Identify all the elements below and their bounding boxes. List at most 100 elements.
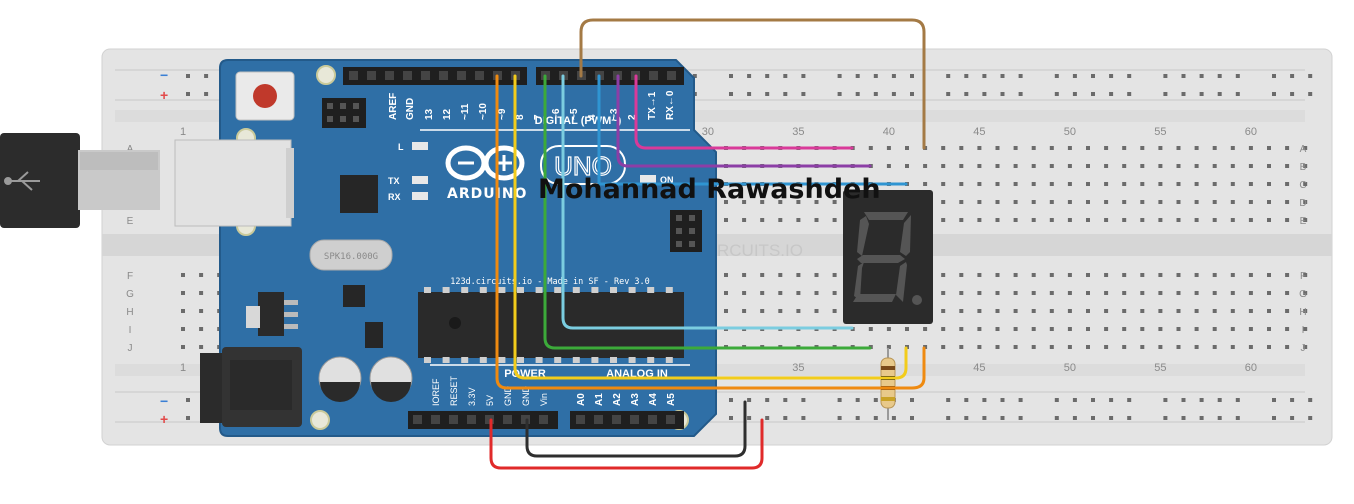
wire-brown (579, 18, 926, 150)
board-credit: 123d.circuits.io - Made in SF - Rev 3.0 (450, 277, 650, 287)
row-letter: J (128, 343, 133, 354)
power-pin-label: 3.3V (467, 387, 477, 406)
row-letter: A (127, 144, 134, 155)
digital-pin-label: ~10 (478, 103, 489, 120)
led-l (412, 142, 428, 150)
row-letter: H (1299, 307, 1306, 318)
usb-controller-chip (340, 175, 378, 213)
icsp-header-right (670, 210, 702, 252)
reset-button[interactable] (235, 71, 295, 121)
analog-pin-label: A4 (648, 393, 659, 406)
digital-header-right (536, 67, 684, 85)
segment-a (864, 212, 908, 220)
digital-pin-label: ~5 (569, 108, 580, 120)
power-pin-label: 5V (485, 395, 495, 406)
column-number: 30 (702, 126, 714, 138)
column-number: 40 (883, 126, 895, 138)
wire-green (543, 74, 872, 350)
digital-pin-label: GND (405, 98, 416, 120)
voltage-regulator (246, 292, 298, 336)
row-letter: I (1302, 325, 1305, 336)
digital-pin-label: TX→1 (647, 91, 658, 120)
digital-pin-label: 13 (424, 108, 435, 120)
capacitor (369, 356, 413, 402)
rail-markers: − + − + (160, 67, 168, 427)
wire-black (525, 400, 747, 458)
row-letter: I (129, 325, 132, 336)
led-rx-label: RX (388, 192, 401, 202)
display-digit-value: 8 (0, 0, 1, 1)
row-letter: H (126, 307, 133, 318)
wires (489, 18, 926, 470)
crystal-label: SPK16.000G (324, 252, 378, 262)
column-number: 60 (1245, 362, 1257, 374)
row-letter: F (1300, 271, 1306, 282)
icsp-header-top (322, 98, 366, 128)
rail-plus-bottom: + (160, 411, 168, 427)
row-letter: F (127, 271, 133, 282)
column-number: 60 (1245, 126, 1257, 138)
crystal-oscillator: SPK16.000G (309, 239, 393, 271)
atmega-microcontroller (418, 287, 684, 363)
column-number: 45 (973, 126, 985, 138)
wire-yellow (513, 74, 908, 380)
row-letter: B (1300, 162, 1307, 173)
row-letter: G (126, 289, 134, 300)
analog-pin-label: A2 (612, 393, 623, 406)
power-pin-label: IOREF (431, 378, 441, 406)
author-label: Mohannad Rawashdeh (538, 174, 881, 205)
row-letter: C (1299, 180, 1306, 191)
row-letter: G (1299, 289, 1307, 300)
column-number: 1 (180, 126, 186, 138)
column-number: 35 (792, 362, 804, 374)
arduino-logo-text: ARDUINO (447, 186, 527, 202)
led-on (640, 175, 656, 183)
digital-pin-label: ~3 (609, 108, 620, 120)
power-pin-label: Vin (539, 393, 549, 406)
segment-g (857, 255, 905, 263)
digital-pin-label: ~9 (497, 108, 508, 120)
column-number: 55 (1154, 126, 1166, 138)
led-tx (412, 176, 428, 184)
analog-pin-label: A0 (576, 393, 587, 406)
segment-c (896, 262, 907, 302)
row-letter: D (1299, 198, 1306, 209)
segment-f (857, 216, 869, 256)
rail-minus-bottom: − (160, 393, 168, 409)
row-letter: E (1300, 216, 1307, 227)
led-tx-label: TX (388, 176, 400, 186)
status-leds: L TX RX ON (388, 142, 674, 202)
led-l-label: L (398, 142, 404, 152)
digital-pin-label: 4 (587, 114, 598, 120)
digital-pin-label: 8 (515, 114, 526, 120)
power-header (408, 411, 558, 429)
segment-d (853, 294, 896, 302)
wire-orange (495, 74, 926, 390)
wire-purple (616, 74, 872, 168)
rail-minus-top: − (160, 67, 168, 83)
digital-pin-label: 12 (442, 108, 453, 120)
column-number: 55 (1154, 362, 1166, 374)
power-pin-label: GND (521, 386, 531, 407)
column-number: 35 (792, 126, 804, 138)
wire-red (489, 418, 764, 470)
digital-pin-label: ~11 (460, 103, 471, 120)
capacitor (318, 356, 362, 402)
column-number: 1 (180, 362, 186, 374)
wire-lightblue (561, 74, 854, 330)
usb-b-jack (174, 139, 292, 227)
decimal-point (912, 295, 922, 305)
mounting-hole (310, 410, 330, 430)
small-chip (343, 285, 365, 307)
seven-segment-display[interactable]: 8 (0, 0, 933, 324)
led-rx (412, 192, 428, 200)
column-number: 45 (973, 362, 985, 374)
column-number: 50 (1064, 362, 1076, 374)
wire-blue (597, 74, 908, 186)
small-chip-2 (365, 322, 383, 348)
segment-b (900, 215, 911, 256)
row-letter: A (1300, 144, 1307, 155)
